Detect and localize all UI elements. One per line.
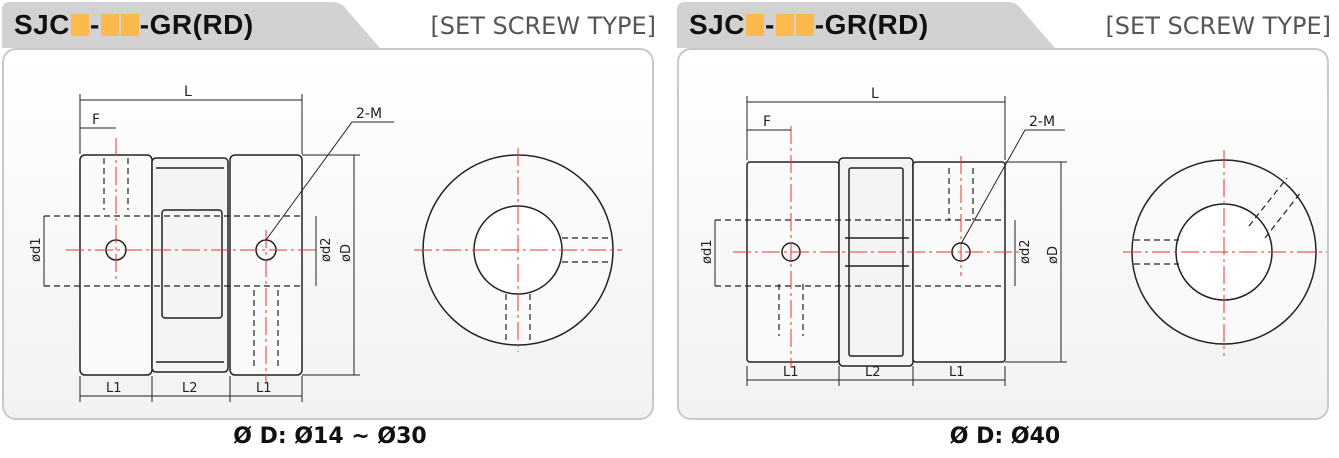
drawing-frame: L F 2-M ød1 ød2 øD L1 L2 L1 — [677, 48, 1329, 420]
placeholder-square — [775, 14, 794, 36]
dim-F: F — [763, 114, 771, 130]
dim-L2: L2 — [182, 381, 198, 396]
placeholder-square — [70, 14, 89, 36]
type-label: [SET SCREW TYPE] — [1105, 12, 1331, 40]
diameter-caption: Ø D: Ø14 ~ Ø30 — [233, 424, 427, 449]
dim-L1: L1 — [256, 381, 272, 396]
dim-F: F — [92, 112, 100, 128]
model-code: SJC - -GR(RD) — [14, 9, 254, 40]
model-suffix: -GR(RD) — [139, 9, 254, 40]
dim-L1: L1 — [783, 365, 799, 380]
dim-d2: ød2 — [319, 238, 334, 262]
dim-L1: L1 — [106, 381, 122, 396]
model-suffix: -GR(RD) — [814, 9, 929, 40]
model-tab — [677, 2, 1057, 48]
dim-d1: ød1 — [29, 238, 44, 262]
panel-left: SJC - -GR(RD) [SET SCREW TYPE] — [0, 0, 660, 458]
placeholder-square — [100, 14, 119, 36]
placeholder-square — [795, 14, 814, 36]
dim-d2: ød2 — [1018, 240, 1033, 264]
model-tab — [2, 2, 382, 48]
dim-L1: L1 — [949, 365, 965, 380]
dim-D: øD — [1046, 246, 1061, 264]
model-prefix: SJC — [14, 9, 70, 40]
diameter-caption: Ø D: Ø40 — [949, 424, 1061, 449]
dim-L2: L2 — [865, 365, 881, 380]
placeholder-square — [745, 14, 764, 36]
drawing-frame: L F 2-M ød1 ød2 øD L1 L2 L1 — [2, 48, 654, 420]
dim-d1: ød1 — [700, 240, 715, 264]
dim-L: L — [184, 84, 192, 100]
technical-drawing: L F 2-M ød1 ød2 øD L1 L2 L1 — [700, 86, 1327, 386]
dim-L: L — [871, 86, 879, 102]
model-code: SJC - -GR(RD) — [689, 9, 929, 40]
panel-right: SJC - -GR(RD) [SET SCREW TYPE] — [675, 0, 1335, 458]
dim-D: øD — [339, 244, 354, 262]
model-prefix: SJC — [689, 9, 745, 40]
technical-drawing: L F 2-M ød1 ød2 øD L1 L2 L1 — [29, 84, 622, 402]
dim-M: 2-M — [1029, 114, 1055, 130]
type-label: [SET SCREW TYPE] — [430, 12, 656, 40]
dim-M: 2-M — [356, 106, 382, 122]
placeholder-square — [120, 14, 139, 36]
